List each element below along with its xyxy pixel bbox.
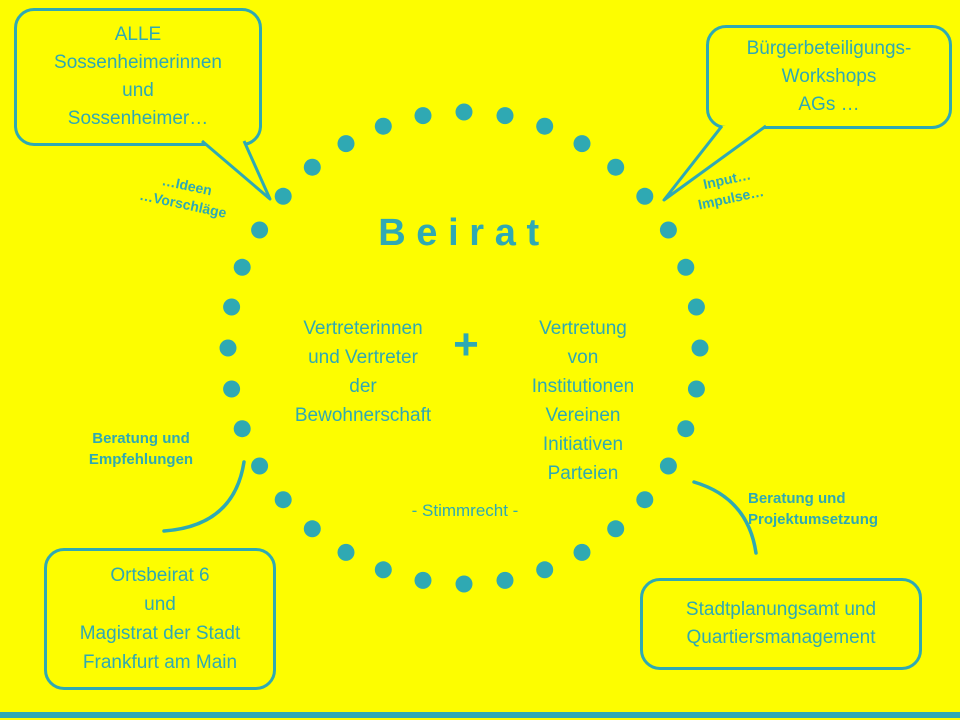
circle-dot	[573, 543, 591, 561]
block-line: Bewohnerschaft	[294, 405, 432, 426]
circle-dot	[274, 187, 292, 205]
callout-line: Stadtplanungsamt und	[685, 599, 877, 620]
callout-line: Frankfurt am Main	[82, 652, 238, 673]
label-line: Beratung und	[92, 430, 190, 447]
circle-dot	[496, 571, 514, 589]
callout-line: und	[144, 594, 176, 615]
circle-dot	[303, 520, 321, 538]
callout-line: Bürgerbeteiligungs-	[746, 38, 912, 59]
block-line: Institutionen	[531, 376, 635, 397]
circle-dot	[636, 491, 654, 509]
advice-implementation-label: Beratung und Projektumsetzung	[748, 488, 912, 530]
block-line: Initiativen	[542, 434, 624, 455]
input-impulses-label: Input… Impulse…	[673, 159, 785, 218]
circle-dot	[223, 298, 241, 316]
circle-dot	[374, 561, 392, 579]
block-line: Vertretung	[539, 318, 627, 339]
circle-dot	[536, 561, 554, 579]
callout-line: Magistrat der Stadt	[79, 623, 241, 644]
block-line: und Vertreter	[308, 347, 418, 368]
bottom-divider	[0, 712, 960, 718]
circle-dot	[607, 158, 625, 176]
label-line: Empfehlungen	[88, 451, 194, 468]
block-line: Vertreterinnen	[303, 318, 423, 339]
title-beirat: Beirat	[378, 212, 550, 254]
circle-dot	[374, 117, 392, 135]
circle-dot	[691, 339, 709, 357]
label-line: Projektumsetzung	[748, 511, 879, 528]
circle-dot	[233, 258, 251, 276]
circle-dot	[573, 135, 591, 153]
circle-dot	[223, 380, 241, 398]
circle-dot	[219, 339, 237, 357]
circle-dot	[337, 543, 355, 561]
callout-line: AGs …	[798, 94, 860, 115]
circle-dot	[677, 258, 695, 276]
circle-dot	[687, 298, 705, 316]
block-line: der	[349, 376, 377, 397]
voting-right-note: - Stimmrecht -	[411, 501, 519, 520]
callout-line: Quartiersmanagement	[686, 627, 876, 648]
circle-dot	[536, 117, 554, 135]
circle-dot	[455, 103, 473, 121]
circle-dot	[251, 221, 269, 239]
callout-stadtplanungsamt: Stadtplanungsamt und Quartiersmanagement	[640, 578, 922, 670]
advice-recommendations-label: Beratung und Empfehlungen	[76, 428, 206, 470]
callout-line: Workshops	[781, 66, 877, 87]
callout-line: Sossenheimer…	[67, 108, 209, 129]
circle-dot	[455, 575, 473, 593]
institutions-representation-block: Vertretung von Institutionen Vereinen In…	[498, 314, 668, 488]
block-line: von	[567, 347, 599, 368]
callout-buergerbeteiligung: Bürgerbeteiligungs- Workshops AGs …	[706, 25, 952, 129]
circle-dot	[659, 221, 677, 239]
residents-representatives-block: Vertreterinnen und Vertreter der Bewohne…	[258, 314, 468, 430]
circle-dot	[414, 107, 432, 125]
block-line: Parteien	[547, 463, 619, 484]
circle-dot	[274, 491, 292, 509]
arrow-to-beirat-icon	[692, 480, 758, 555]
circle-dot	[496, 107, 514, 125]
circle-dot	[303, 158, 321, 176]
circle-dot	[251, 457, 269, 475]
circle-dot	[337, 135, 355, 153]
callout-line: Sossenheimerinnen	[54, 52, 222, 73]
label-line: Beratung und	[748, 490, 846, 507]
block-line: Vereinen	[545, 405, 621, 426]
arrow-to-ortsbeirat-icon	[162, 460, 246, 533]
callout-ortsbeirat: Ortsbeirat 6 und Magistrat der Stadt Fra…	[44, 548, 276, 690]
callout-line: ALLE	[114, 24, 162, 45]
callout-line: Ortsbeirat 6	[110, 565, 210, 586]
circle-dot	[233, 420, 251, 438]
circle-dot	[607, 520, 625, 538]
ideas-suggestions-label: …Ideen …Vorschläge	[121, 164, 248, 227]
callout-line: und	[122, 80, 154, 101]
plus-sign: +	[453, 320, 479, 369]
circle-dot	[677, 420, 695, 438]
circle-dot	[414, 571, 432, 589]
callout-alle-sossenheimer: ALLE Sossenheimerinnen und Sossenheimer…	[14, 8, 262, 146]
circle-dot	[636, 187, 654, 205]
circle-dot	[687, 380, 705, 398]
